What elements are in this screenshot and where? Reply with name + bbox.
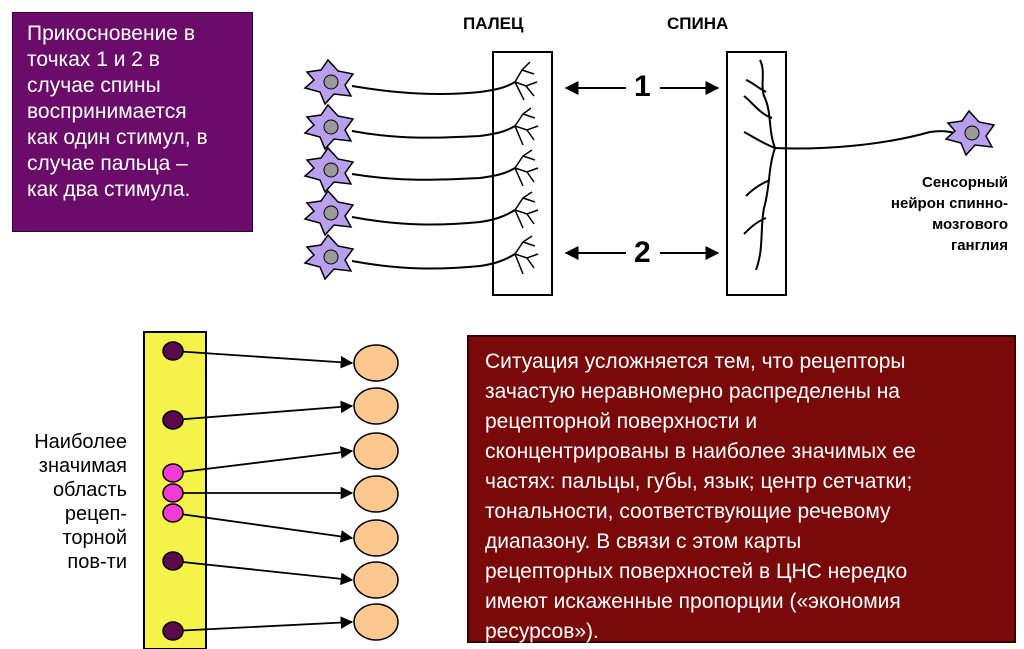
receptor-dot-icon [162, 463, 184, 483]
neuron-cell-icon [944, 109, 996, 157]
receptor-line: значимая [38, 455, 127, 477]
receptor-dot-icon [162, 503, 184, 523]
bottom-box-line: тональности, соответствующие речевому [485, 500, 891, 523]
top-box-line: точках 1 и 2 в [27, 48, 160, 71]
top-box-line: случае пальца – [27, 152, 188, 175]
bottom-box-line: диапазону. В связи с этом карты [485, 530, 802, 553]
cortical-cell-icon [353, 387, 399, 425]
sensory-line: ганглия [950, 237, 1008, 254]
cortical-cell-icon [353, 519, 399, 557]
cortical-cell-icon [353, 432, 399, 470]
point2-label: 2 [634, 236, 651, 269]
top-box-line: воспринимается [27, 100, 187, 123]
top-box-line: Прикосновение в [27, 22, 195, 45]
bottom-box-line: частях: пальцы, губы, язык; центр сетчат… [485, 470, 913, 493]
bottom-explanation-box: Ситуация усложняется тем, что рецепторы … [467, 335, 1016, 643]
neuron-cell-icon [303, 189, 355, 237]
receptor-dots [162, 341, 184, 641]
back-label: СПИНА [667, 14, 729, 33]
bottom-box-line: рецепторных поверхностей в ЦНС нередко [485, 560, 908, 583]
top-box-line: как один стимул, в [27, 126, 208, 149]
cortical-cell-icon [353, 475, 399, 513]
neuron-cell-icon [303, 146, 355, 194]
neuron-cell-icon [303, 233, 355, 281]
sensory-neuron-caption: Сенсорный нейрон спинно- мозгового гангл… [850, 172, 1008, 256]
finger-neuron-group [303, 58, 355, 281]
receptor-dot-icon [162, 483, 184, 503]
top-explanation-box: Прикосновение в точках 1 и 2 в случае сп… [12, 12, 253, 232]
receptor-line: область [52, 479, 127, 501]
receptor-dot-icon [162, 341, 184, 361]
top-box-line: случае спины [27, 74, 161, 97]
receptor-dot-icon [162, 551, 184, 571]
sensory-line: Сенсорный [922, 174, 1008, 191]
finger-label: ПАЛЕЦ [463, 14, 524, 33]
cortical-cells [353, 344, 399, 641]
receptor-dot-icon [162, 621, 184, 641]
cortical-cell-icon [353, 344, 399, 382]
back-nerve-tree [743, 59, 959, 271]
finger-nerve-endings [514, 61, 539, 275]
bottom-box-line: имеют искаженные пропорции («экономия [485, 590, 901, 613]
receptor-line: торной [62, 527, 127, 549]
sensory-line: мозгового [932, 216, 1008, 233]
cortical-cell-icon [353, 603, 399, 641]
sensory-line: нейрон спинно- [890, 195, 1008, 212]
receptor-line: Наиболее [34, 431, 127, 453]
receptor-area-caption: Наиболее значимая область рецеп- торной … [0, 430, 127, 574]
receptor-dot-icon [162, 410, 184, 430]
receptor-line: рецеп- [64, 503, 127, 525]
neuron-cell-icon [303, 58, 355, 106]
bottom-box-line: рецепторной поверхности и [485, 410, 758, 433]
top-box-line: как два стимула. [27, 178, 191, 201]
bottom-box-line: зачастую неравномерно распределены на [485, 380, 900, 403]
bottom-box-line: ресурсов»). [485, 620, 599, 643]
bottom-box-line: сконцентрированы в наиболее значимых ее [485, 440, 916, 463]
point1-label: 1 [634, 70, 651, 103]
cortical-cell-icon [353, 561, 399, 599]
bottom-box-line: Ситуация усложняется тем, что рецепторы [485, 350, 906, 373]
projection-arrows [172, 350, 354, 632]
neuron-cell-icon [303, 103, 355, 151]
finger-axons [351, 81, 516, 270]
back-skin-rect [726, 51, 787, 296]
receptor-line: пов-ти [67, 551, 127, 573]
